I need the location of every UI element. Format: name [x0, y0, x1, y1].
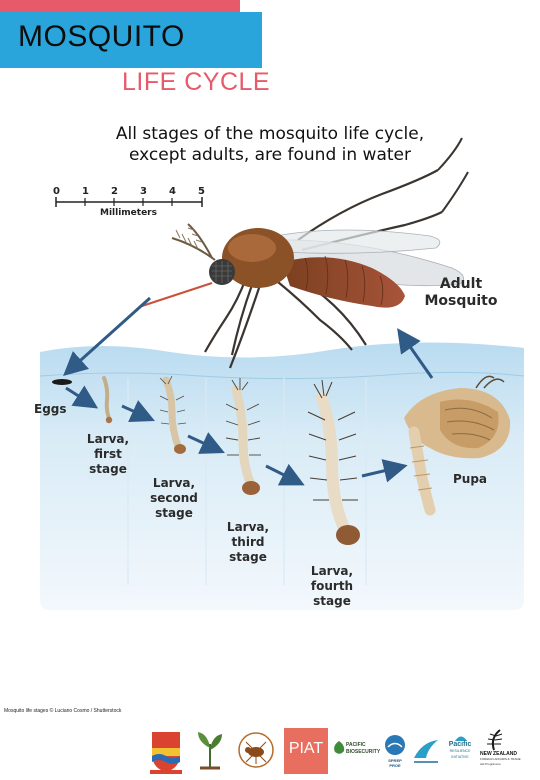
heading-line-2: except adults, are found in water	[129, 145, 411, 165]
scale-tick-1: 1	[82, 186, 89, 197]
adult-mosquito-illustration	[141, 137, 469, 369]
arrow-adult-to-eggs	[63, 296, 152, 377]
millimeter-scale: 0 1 2 3 4 5 Millimeters	[48, 186, 218, 226]
pest-insect-logo	[236, 728, 276, 774]
scale-tick-4: 4	[169, 186, 176, 197]
scale-tick-5: 5	[198, 186, 205, 197]
label-adult-mosquito: Adult Mosquito	[424, 276, 498, 309]
arrow-larva3-to-larva4	[265, 463, 305, 486]
label-pupa: Pupa	[452, 472, 488, 486]
label-eggs: Eggs	[34, 402, 67, 416]
larva-fourth-illustration	[307, 379, 360, 545]
page-title: MOSQUITO	[18, 20, 185, 53]
pacific-biosecurity-logo: PACIFIC BIOSECURITY	[332, 728, 380, 774]
arrow-larva1-to-larva2	[121, 400, 155, 422]
label-larva-second: Larva, second stage	[150, 476, 198, 520]
footer	[0, 690, 540, 780]
header-title-block	[0, 12, 262, 68]
arrow-larva4-to-pupa	[361, 459, 408, 483]
page-subtitle: LIFE CYCLE	[122, 68, 271, 96]
scale-ruler	[55, 197, 203, 207]
scale-tick-0: 0	[53, 186, 60, 197]
piat-logo: PIAT	[284, 728, 328, 774]
arrow-eggs-to-larva1	[65, 385, 99, 409]
image-credit: Mosquito life stages © Luciano Cosmo / S…	[4, 708, 122, 714]
sprep-logo: SPREP PROE	[380, 728, 410, 774]
eggs-illustration	[52, 379, 72, 385]
cycle-arrows	[63, 296, 434, 486]
larva-second-illustration	[159, 375, 187, 454]
diagram-heading: All stages of the mosquito life cycle, e…	[60, 124, 480, 166]
arrow-larva2-to-larva3	[187, 432, 225, 454]
scale-tick-3: 3	[140, 186, 147, 197]
scale-tick-2: 2	[111, 186, 118, 197]
new-zealand-aid-logo: NEW ZEALAND FOREIGN AFFAIRS & TRADE Aid …	[480, 728, 538, 774]
heading-line-1: All stages of the mosquito life cycle,	[115, 124, 425, 144]
header-top-stripe	[0, 0, 240, 12]
plant-protection-logo	[192, 728, 228, 774]
kiribati-coat-of-arms-logo	[148, 728, 184, 774]
larva-third-illustration	[225, 378, 261, 495]
label-larva-first: Larva, first stage	[86, 432, 130, 476]
pacific-resilience-logo: Pacific RESILIENCE INITIATIVE	[442, 728, 478, 774]
pupa-illustration	[404, 375, 511, 516]
wave-logo	[412, 728, 440, 774]
label-larva-third: Larva, third stage	[226, 520, 270, 564]
label-larva-fourth: Larva, fourth stage	[310, 564, 354, 608]
scale-unit: Millimeters	[100, 208, 157, 218]
life-cycle-illustration	[39, 137, 525, 610]
larva-first-illustration	[102, 376, 113, 424]
arrow-pupa-to-adult	[397, 328, 434, 379]
